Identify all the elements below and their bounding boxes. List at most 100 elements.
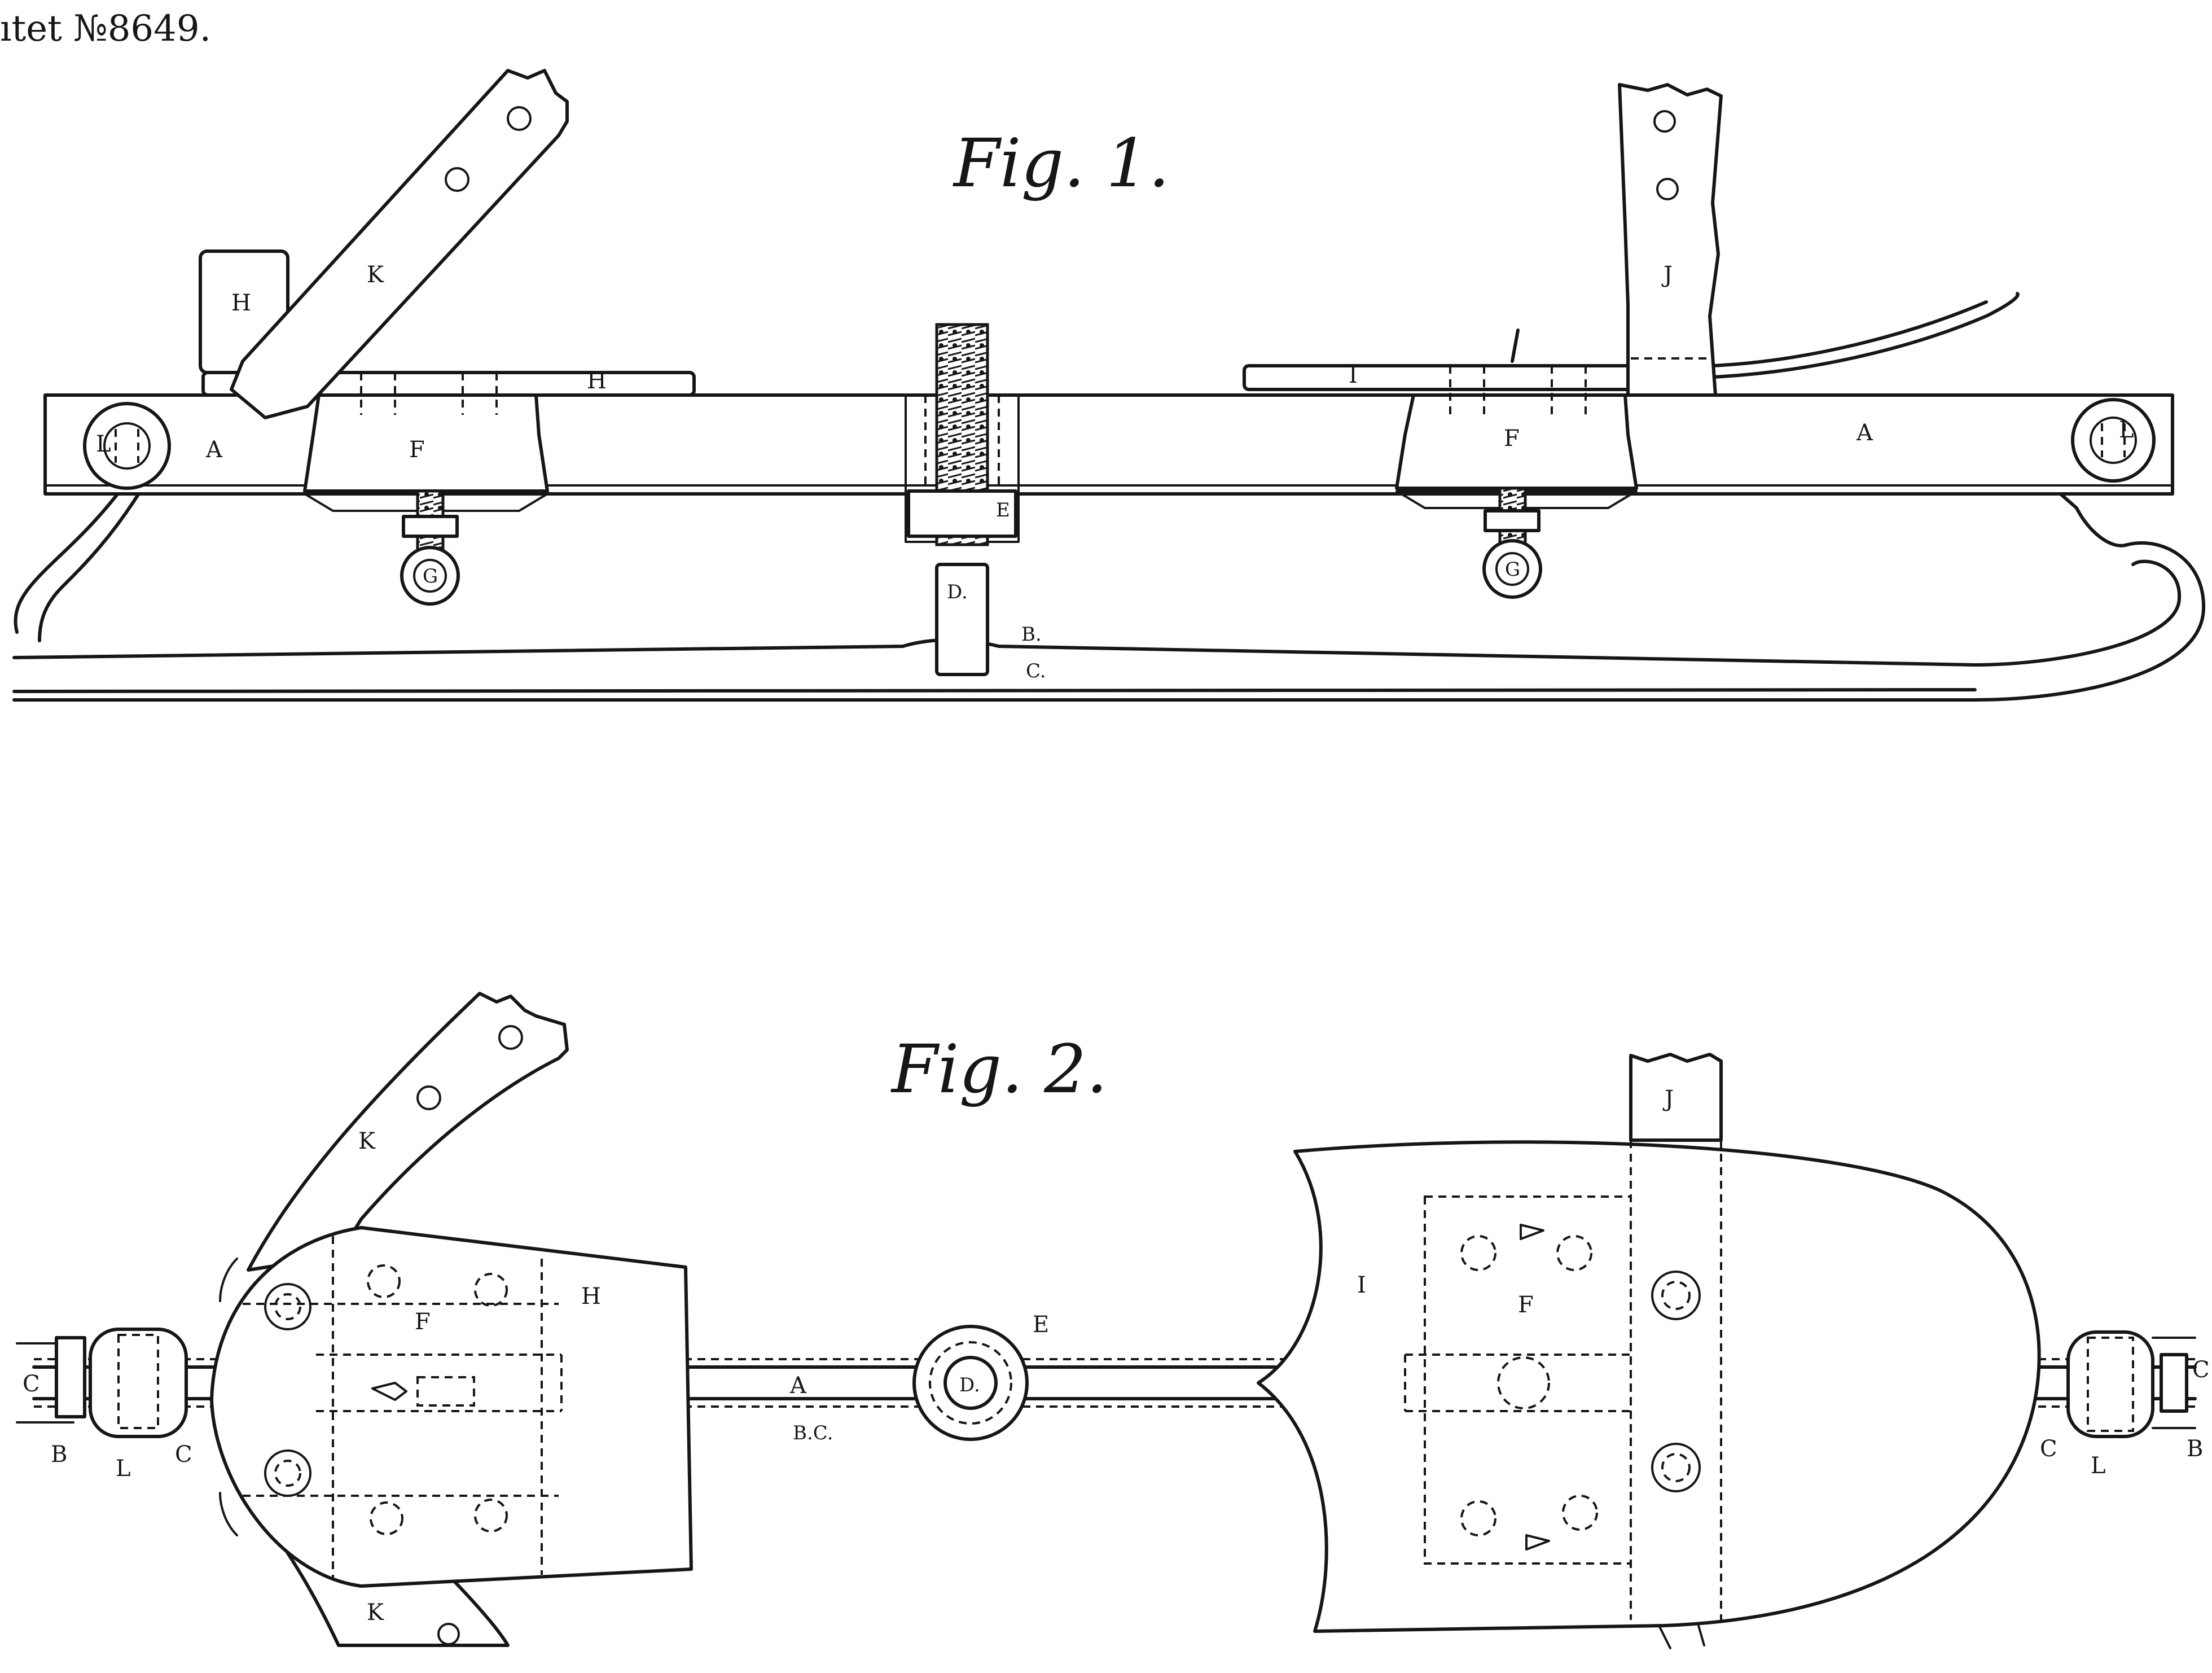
heel-plate-channel	[316, 1354, 563, 1412]
label-a-left: A	[205, 437, 223, 463]
label-c-left: C	[175, 1442, 192, 1468]
toe-hole-4	[1562, 1495, 1598, 1531]
label-f-right: F	[1504, 426, 1520, 452]
label-c-far-left: C	[23, 1371, 40, 1397]
figure-2-plan-view: Fig. 2. A B.C. C B L C K K	[16, 992, 2210, 1649]
label-l-left: L	[116, 1456, 131, 1482]
label-b-right: B	[2187, 1436, 2203, 1462]
toe-screw-head-2	[1525, 1534, 1550, 1551]
toe-screw-head-1	[1520, 1224, 1544, 1240]
toe-hole-3	[1460, 1500, 1496, 1536]
strap-k-plan-hole-3	[437, 1623, 460, 1645]
toe-rivet-2	[1651, 1443, 1701, 1492]
strap-k	[230, 69, 569, 419]
clamp-f-left-base	[304, 493, 548, 512]
heel-rivet-1	[264, 1283, 311, 1330]
screw-g-left-eye	[400, 546, 460, 606]
strap-k-hole-2	[445, 167, 469, 192]
label-e-plan: E	[1033, 1312, 1049, 1338]
label-h: H	[231, 290, 251, 316]
label-k-top: K	[358, 1128, 376, 1154]
label-a: A	[789, 1373, 807, 1399]
label-h: H	[581, 1284, 601, 1310]
right-end-lines	[2152, 1337, 2196, 1429]
label-g-right: G	[1505, 558, 1520, 581]
clip-l-left-hidden	[117, 1334, 159, 1429]
label-j: J	[1661, 262, 1673, 288]
label-i: I	[1349, 362, 1358, 388]
heel-hole-1	[367, 1264, 401, 1298]
pivot-l-right	[2071, 398, 2156, 483]
bolt-e-housing-hidden	[924, 395, 1000, 536]
label-i-plan: I	[1357, 1272, 1366, 1298]
toe-spike	[1511, 329, 1520, 363]
strap-j	[1618, 83, 1723, 397]
heel-hole-4	[474, 1499, 508, 1532]
toe-sole-plan	[1257, 1140, 2041, 1633]
label-k: K	[367, 262, 384, 288]
toe-clamp-hidden-outline	[1424, 1195, 1632, 1565]
toe-rivet-1	[1651, 1271, 1701, 1320]
clamp-f-left-rivets	[360, 373, 498, 415]
label-bc: B.C.	[793, 1422, 833, 1444]
bolt-d-plan-head	[943, 1356, 998, 1410]
bolt-e-plan-hidden	[929, 1341, 1012, 1425]
strap-j-plan	[1629, 1053, 1723, 1142]
pivot-l-left	[83, 402, 171, 490]
label-d: D.	[947, 581, 968, 603]
strap-k-plan-hole-2	[416, 1085, 441, 1110]
screw-g-left-eye-inner	[413, 559, 447, 593]
heel-rivet-1-inner	[274, 1293, 301, 1320]
strap-j-plan-tail	[1658, 1624, 1705, 1649]
label-l-left: L	[96, 431, 111, 457]
strap-k-plan-top	[247, 992, 569, 1272]
heel-plate-flange-top	[219, 1258, 238, 1302]
runner-heel-curl	[14, 472, 134, 634]
screw-g-right-eye	[1482, 539, 1542, 599]
runner-bottom-line	[12, 688, 1977, 693]
post-d	[935, 563, 989, 676]
heel-hole-2	[474, 1273, 508, 1307]
figure-2-title: Fig. 2.	[890, 1030, 1108, 1108]
label-l-right: L	[2091, 1453, 2106, 1479]
heel-rivet-2	[264, 1449, 311, 1497]
toe-hole-2	[1556, 1235, 1592, 1271]
label-b-left: B	[51, 1442, 67, 1468]
toe-centre-hole	[1497, 1356, 1550, 1409]
screw-g-right-eye-inner	[1495, 552, 1529, 586]
heel-plate-flange-bottom	[219, 1492, 238, 1536]
label-b: B.	[1021, 623, 1042, 646]
clamp-f-right-base	[1395, 490, 1638, 509]
figure-1-side-view: Fig. 1. L A L A H H	[12, 69, 2206, 702]
toe-hole-1	[1460, 1235, 1496, 1271]
screw-g-right-nut	[1484, 509, 1540, 532]
toe-strap-tail-top	[1711, 300, 1988, 367]
clamp-f-right	[1395, 393, 1638, 490]
toe-rivet-2-inner	[1661, 1453, 1691, 1482]
label-c-far-right: C	[2192, 1357, 2210, 1383]
strap-k-plan-hole-1	[498, 1025, 523, 1050]
strap-j-hole-2	[1656, 178, 1679, 200]
label-g-left: G	[423, 565, 438, 588]
label-f-right: F	[1518, 1292, 1534, 1318]
label-h-plate: H	[587, 368, 607, 394]
label-c-right: C	[2040, 1436, 2057, 1462]
runner-outer-line	[12, 467, 2206, 702]
label-j-plan: J	[1662, 1086, 1674, 1112]
strap-j-hole-1	[1653, 110, 1676, 133]
figure-1-title: Fig. 1.	[953, 124, 1170, 202]
heel-screw-hidden	[416, 1376, 475, 1407]
toe-rivet-1-inner	[1661, 1281, 1691, 1310]
toe-strap-tail	[1711, 292, 2020, 379]
heel-screw-head	[371, 1382, 407, 1401]
toe-channel	[1404, 1354, 1631, 1412]
nut-e	[907, 489, 1017, 538]
runner-inner-line	[12, 559, 2182, 667]
heel-plate-plan	[210, 1226, 693, 1588]
clip-l-right	[2066, 1330, 2154, 1438]
label-e: E	[996, 499, 1010, 522]
label-c: C.	[1026, 660, 1046, 682]
clip-l-left	[89, 1328, 188, 1438]
heel-hole-3	[370, 1501, 403, 1535]
